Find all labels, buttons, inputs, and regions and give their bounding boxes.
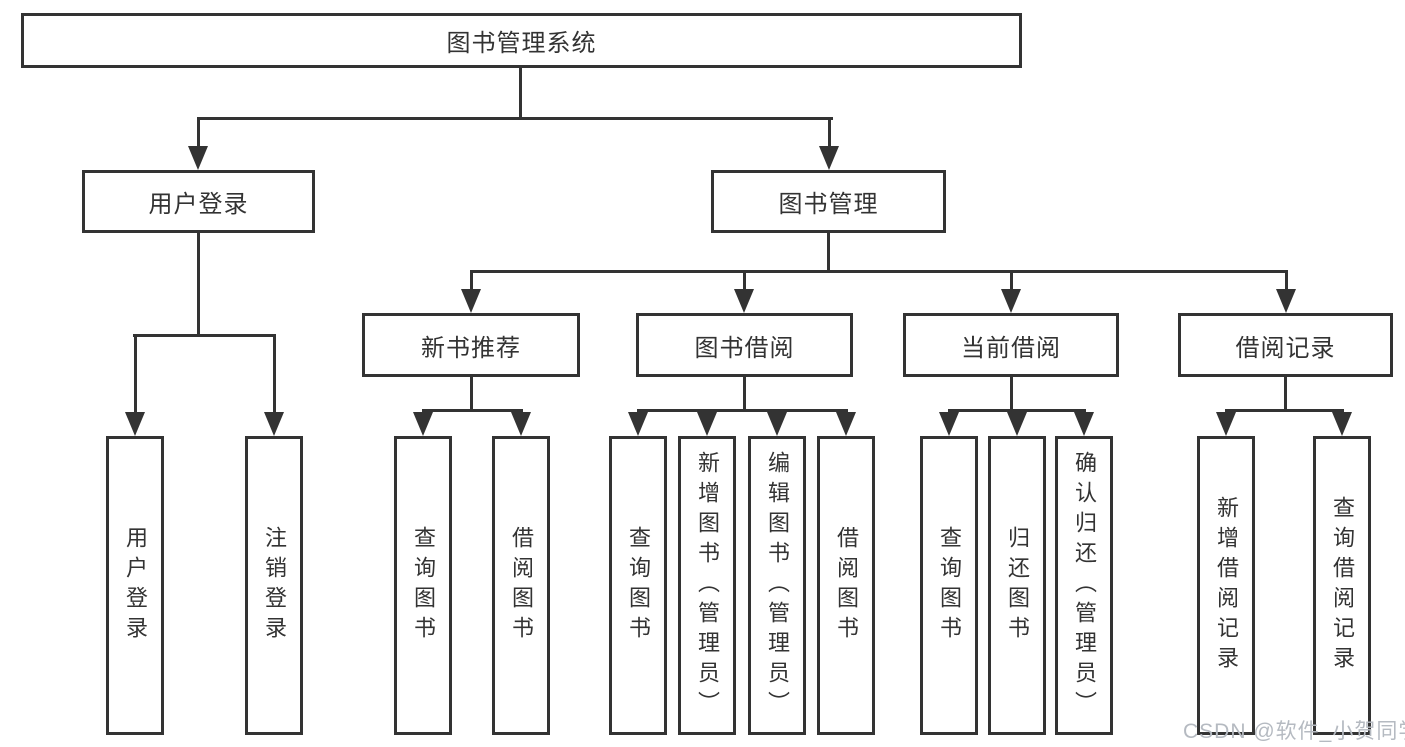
arrowhead-book-management <box>819 146 839 170</box>
leaf-borrow-books: 借阅图书 <box>817 436 875 735</box>
leaf-add-borrow-record: 新增借阅记录 <box>1197 436 1255 735</box>
arrowhead-leaf-confirm-return <box>1074 412 1094 436</box>
node-user-login: 用户登录 <box>82 170 315 233</box>
leaf-query-books-borrowing: 查询图书 <box>609 436 667 735</box>
leaf-query-borrow-record: 查询借阅记录 <box>1313 436 1371 735</box>
node-book-management-label: 图书管理 <box>778 191 879 218</box>
edge-root-to-user-login <box>197 117 200 150</box>
node-book-management: 图书管理 <box>711 170 946 233</box>
node-user-login-label: 用户登录 <box>148 191 249 218</box>
leaf-return-books-label: 归还图书 <box>1005 525 1030 646</box>
arrowhead-leaf-logout <box>264 412 284 436</box>
arrowhead-leaf-borrow-books <box>836 412 856 436</box>
arrowhead-leaf-query-recommend <box>413 412 433 436</box>
node-new-book-recommend: 新书推荐 <box>362 313 580 377</box>
edge-book-management-crossbar <box>470 270 1287 273</box>
node-new-book-recommend-label: 新书推荐 <box>421 334 521 362</box>
leaf-confirm-return-admin-label: 确认归还（管理员） <box>1072 450 1097 721</box>
leaf-add-books-admin: 新增图书（管理员） <box>678 436 736 735</box>
watermark: CSDN @软件_小贺同学 <box>1183 720 1405 743</box>
leaf-user-login: 用户登录 <box>106 436 164 735</box>
edge-root-stem <box>519 68 522 120</box>
arrowhead-new-book-recommend <box>461 289 481 313</box>
arrowhead-leaf-query-borrowing <box>628 412 648 436</box>
edge-new-book-recommend-stem <box>470 377 473 412</box>
node-root-label: 图书管理系统 <box>446 30 597 57</box>
leaf-query-borrow-record-label: 查询借阅记录 <box>1330 495 1355 676</box>
leaf-logout-label: 注销登录 <box>262 525 287 646</box>
node-root: 图书管理系统 <box>21 13 1022 68</box>
leaf-add-books-admin-label: 新增图书（管理员） <box>695 450 720 721</box>
arrowhead-borrow-records <box>1276 289 1296 313</box>
leaf-edit-books-admin: 编辑图书（管理员） <box>748 436 806 735</box>
leaf-query-books-current-label: 查询图书 <box>937 525 962 646</box>
edge-book-management-stem <box>827 233 830 273</box>
node-current-borrowing: 当前借阅 <box>903 313 1119 377</box>
leaf-query-books-current: 查询图书 <box>920 436 978 735</box>
arrowhead-leaf-query-current <box>939 412 959 436</box>
node-borrow-records-label: 借阅记录 <box>1235 334 1336 362</box>
node-current-borrowing-label: 当前借阅 <box>961 334 1061 362</box>
edge-to-leaf-logout <box>273 334 276 414</box>
edge-new-book-recommend-crossbar <box>422 409 523 412</box>
arrowhead-user-login <box>188 146 208 170</box>
leaf-user-login-label: 用户登录 <box>123 525 148 646</box>
leaf-add-borrow-record-label: 新增借阅记录 <box>1214 495 1239 676</box>
arrowhead-book-borrowing <box>734 289 754 313</box>
arrowhead-leaf-return-books <box>1007 412 1027 436</box>
leaf-confirm-return-admin: 确认归还（管理员） <box>1055 436 1113 735</box>
node-book-borrowing-label: 图书借阅 <box>694 334 795 362</box>
arrowhead-leaf-edit-books <box>767 412 787 436</box>
arrowhead-leaf-user-login <box>125 412 145 436</box>
edge-to-book-borrowing <box>743 270 746 291</box>
edge-current-borrowing-stem <box>1010 377 1013 412</box>
edge-user-login-stem <box>197 233 200 337</box>
leaf-borrow-books-recommend-label: 借阅图书 <box>509 525 534 646</box>
edge-book-borrowing-stem <box>743 377 746 412</box>
leaf-query-books-borrowing-label: 查询图书 <box>626 525 651 646</box>
edge-root-crossbar <box>197 117 833 120</box>
leaf-borrow-books-label: 借阅图书 <box>834 525 859 646</box>
leaf-logout: 注销登录 <box>245 436 303 735</box>
edge-root-to-book-management <box>828 117 831 150</box>
edge-borrow-records-stem <box>1284 377 1287 412</box>
edge-book-borrowing-crossbar <box>637 409 848 412</box>
edge-to-current-borrowing <box>1010 270 1013 291</box>
leaf-borrow-books-recommend: 借阅图书 <box>492 436 550 735</box>
arrowhead-leaf-borrow-recommend <box>511 412 531 436</box>
node-borrow-records: 借阅记录 <box>1178 313 1393 377</box>
leaf-query-books-recommend-label: 查询图书 <box>411 525 436 646</box>
node-book-borrowing: 图书借阅 <box>636 313 853 377</box>
leaf-edit-books-admin-label: 编辑图书（管理员） <box>765 450 790 721</box>
edge-user-login-crossbar <box>133 334 276 337</box>
arrowhead-leaf-add-record <box>1216 412 1236 436</box>
arrowhead-leaf-add-books <box>697 412 717 436</box>
leaf-query-books-recommend: 查询图书 <box>394 436 452 735</box>
edge-to-new-book-recommend <box>470 270 473 291</box>
edge-to-borrow-records <box>1285 270 1288 291</box>
arrowhead-leaf-query-record <box>1332 412 1352 436</box>
leaf-return-books: 归还图书 <box>988 436 1046 735</box>
arrowhead-current-borrowing <box>1001 289 1021 313</box>
edge-to-leaf-user-login <box>134 334 137 414</box>
edge-borrow-records-crossbar <box>1225 409 1344 412</box>
